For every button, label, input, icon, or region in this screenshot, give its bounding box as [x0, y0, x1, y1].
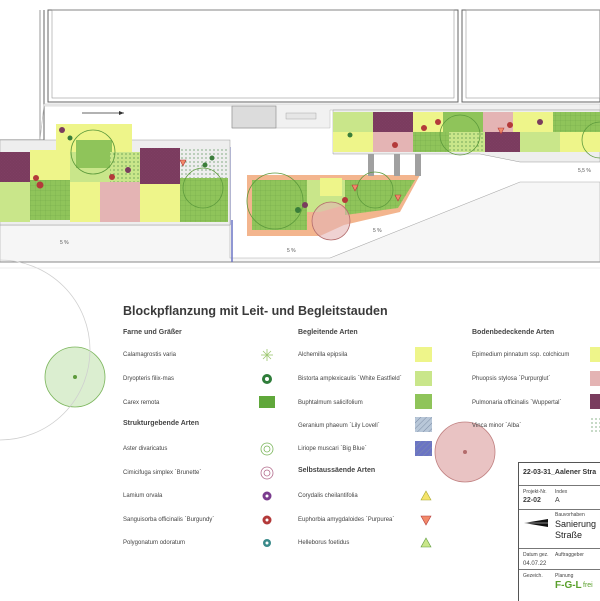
- triangle-green-icon: [417, 536, 435, 550]
- ring-green-icon: [258, 442, 276, 456]
- legend-item: Liriope muscari `Big Blue`: [298, 446, 367, 452]
- dots-block-icon: [590, 417, 600, 432]
- dot-teal-icon: [258, 536, 276, 550]
- slope-label: 5 %: [60, 240, 69, 246]
- dot-purple-icon: [258, 489, 276, 503]
- fern-dot-icon: [258, 372, 276, 386]
- auftraggeber-label: Auftraggeber: [555, 552, 584, 558]
- plant-symbols: [33, 119, 543, 454]
- bauvorhaben-label: Bauvorhaben: [555, 512, 585, 518]
- index-label: Index: [555, 489, 568, 495]
- heading-farne: Farne und Gräßer: [123, 329, 182, 336]
- legend-item: Helleborus foetidus: [298, 540, 350, 546]
- dot-red-icon: [258, 513, 276, 527]
- ring-pink-icon: [258, 466, 276, 480]
- planung-label: Planung: [555, 573, 574, 579]
- heading-begleitend: Begleitende Arten: [298, 329, 358, 336]
- slope-label: 5,5 %: [578, 168, 591, 174]
- star-icon: [258, 348, 276, 362]
- projekt-nr-label: Projekt-Nr.: [523, 489, 547, 495]
- bauvorhaben-value: Sanierung: [555, 519, 597, 529]
- planting-bed-left: [0, 124, 231, 226]
- legend-item: Alchemilla epipsila: [298, 352, 348, 358]
- hatch-block-icon: [415, 417, 433, 432]
- blue-block-icon: [415, 441, 433, 456]
- legend-item: Polygonatum odoratum: [123, 540, 186, 546]
- legend-item: Calamagrostis varia: [123, 352, 177, 358]
- legend-item: Carex remota: [123, 400, 160, 406]
- heading-boden: Bodenbedeckende Arten: [472, 329, 555, 336]
- legend-item: Phuopsis stylosa `Purpurglut`: [472, 376, 551, 382]
- north-arrow-icon: [524, 519, 548, 527]
- project-name: 22-03-31_Aalener Stra: [523, 469, 597, 476]
- legend-item: Pulmonaria officinalis `Wuppertal`: [472, 400, 562, 406]
- legend-item: Epimedium pinnatum ssp. colchicum: [472, 352, 570, 358]
- bauvorhaben-value-2: Straße: [555, 530, 583, 540]
- legend-item: Lamium orvala: [123, 493, 163, 499]
- purple-block-icon: [590, 394, 600, 409]
- legend-item: Sanguisorba officinalis `Burgundy`: [123, 517, 215, 523]
- legend-item: Geranium phaeum `Lily Lovell`: [298, 423, 380, 429]
- index-value: A: [555, 497, 560, 504]
- building-outlines: [0, 9, 600, 141]
- pink-block-icon: [590, 371, 600, 386]
- datum-value: 04.07.22: [523, 561, 547, 567]
- heading-selbst: Selbstaussäende Arten: [298, 467, 376, 474]
- green-block-icon: [258, 395, 276, 409]
- legend-item: Dryopteris filix-mas: [123, 376, 175, 382]
- triangle-red-icon: [417, 513, 435, 527]
- legend-item: Euphorbia amygdaloides `Purpurea`: [298, 517, 395, 523]
- legend-item: Bistorta amplexicaulis `White Eastfield`: [298, 376, 402, 382]
- legend-item: Vinca minor `Alba`: [472, 423, 522, 429]
- projekt-nr: 22-02: [523, 497, 541, 504]
- slope-label: 5 %: [373, 228, 382, 234]
- paving: [39, 103, 600, 141]
- slope-label: 5 %: [287, 248, 296, 254]
- triangle-yellow-icon: [417, 489, 435, 503]
- datum-label: Datum gez.: [523, 552, 549, 558]
- legend-item: Cimicifuga simplex `Brunette`: [123, 470, 202, 476]
- planung-logo: F-G-L: [555, 580, 582, 591]
- yellow2-block-icon: [590, 347, 600, 362]
- planung-suffix: frei: [583, 582, 593, 589]
- planting-bed-right: [332, 109, 600, 176]
- title-block: 22-03-31_Aalener Stra Projekt-Nr. Index …: [518, 462, 600, 601]
- yellow-block-icon: [415, 347, 433, 362]
- olive-block-icon: [415, 394, 433, 409]
- lightgreen-block-icon: [415, 371, 433, 386]
- gezeichnet-label: Gezeich.: [523, 573, 543, 579]
- legend-item: Corydalis cheilantifolia: [298, 493, 358, 499]
- legend-item: Aster divaricatus: [123, 446, 168, 452]
- heading-struktur: Strukturgebende Arten: [123, 420, 199, 427]
- legend-title: Blockpflanzung mit Leit- und Begleitstau…: [123, 304, 388, 318]
- legend-item: Buphtalmum salicifolium: [298, 400, 363, 406]
